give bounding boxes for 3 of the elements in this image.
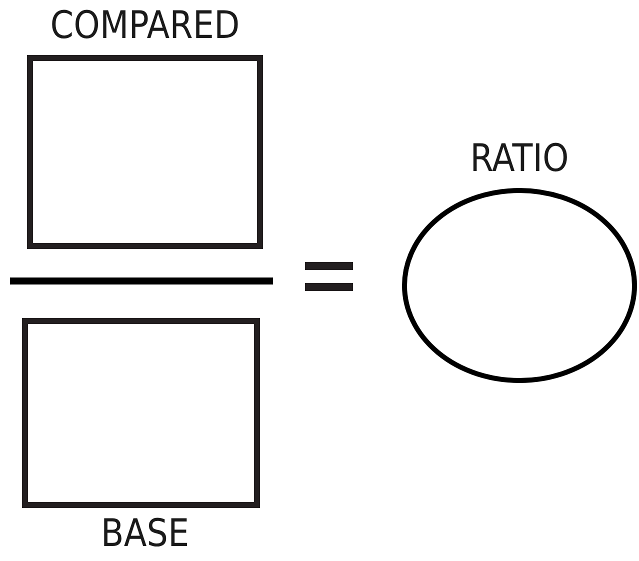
heading-label: BASE (100, 513, 190, 553)
heading-label: COMPARED (49, 5, 241, 45)
heading-label: RATIO (469, 138, 570, 178)
